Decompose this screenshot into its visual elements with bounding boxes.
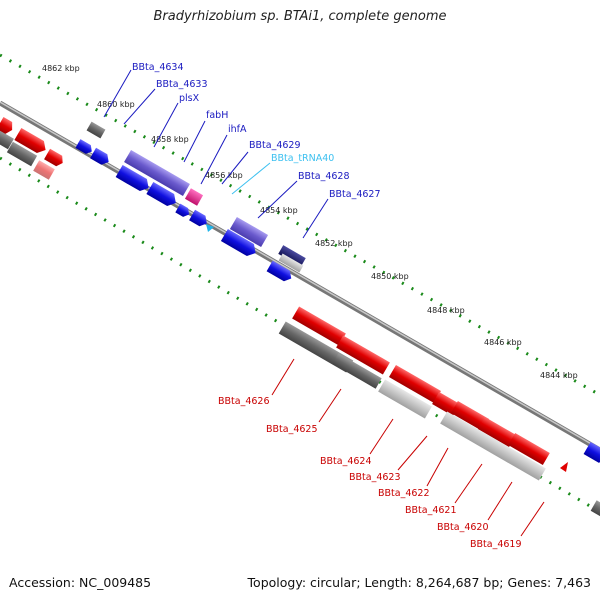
tick-label: 4856 kbp	[205, 171, 243, 180]
tick-label: 4844 kbp	[540, 371, 578, 380]
gene-arrow[interactable]	[292, 306, 346, 346]
gene-label[interactable]: BBta_4627	[329, 189, 381, 200]
gene-label[interactable]: BBta_4625	[266, 424, 318, 435]
gene-arrow[interactable]	[278, 245, 306, 267]
accession-value: NC_009485	[79, 575, 152, 590]
gene-arrow[interactable]	[115, 164, 152, 194]
gene-arrow[interactable]	[229, 216, 269, 248]
tick-label: 4860 kbp	[97, 100, 135, 109]
gene-arrow[interactable]	[560, 462, 568, 472]
gene-arrow[interactable]	[75, 139, 94, 156]
reverse-gene-labels: BBta_4626 BBta_4625 BBta_4624 BBta_4623 …	[218, 358, 545, 550]
kbp-ticks: 4862 kbp 4860 kbp 4858 kbp 4856 kbp 4854…	[42, 64, 578, 380]
gene-arrow[interactable]	[175, 203, 191, 219]
tick-label: 4848 kbp	[427, 306, 465, 315]
gene-label[interactable]: BBta_4633	[156, 79, 208, 90]
accession-info: Accession: NC_009485	[9, 575, 151, 590]
tick-label: 4846 kbp	[484, 338, 522, 347]
tick-label: 4850 kbp	[371, 272, 409, 281]
gene-label[interactable]: BBta_4623	[349, 472, 401, 483]
gene-label[interactable]: BBta_4628	[298, 171, 350, 182]
gene-label[interactable]: BBta_4622	[378, 488, 430, 499]
gene-arrow[interactable]	[14, 127, 49, 156]
genes-value: 7,463	[555, 575, 591, 590]
gene-arrow[interactable]	[0, 129, 14, 150]
gene-label[interactable]: BBta_4629	[249, 140, 301, 151]
gene-arrow[interactable]	[146, 181, 179, 209]
gene-arrow[interactable]	[378, 379, 432, 419]
gene-label[interactable]: BBta_4619	[470, 539, 522, 550]
gene-arrow[interactable]	[184, 188, 204, 206]
length-label: Length:	[364, 575, 412, 590]
gene-arrow[interactable]	[44, 148, 66, 168]
topology-label: Topology:	[247, 575, 307, 590]
gene-arrow[interactable]	[0, 116, 16, 136]
genes-label: Genes:	[507, 575, 552, 590]
genome-stats: Topology: circular; Length: 8,264,687 bp…	[247, 575, 591, 590]
gene-label[interactable]: fabH	[206, 110, 228, 121]
length-value: 8,264,687 bp	[415, 575, 500, 590]
map-title: Bradyrhizobium sp. BTAi1, complete genom…	[153, 9, 447, 24]
gene-label[interactable]: BBta_tRNA40	[271, 153, 334, 164]
gene-arrow[interactable]	[508, 432, 550, 466]
gene-arrow[interactable]	[90, 147, 112, 167]
gene-label[interactable]: plsX	[179, 93, 200, 104]
gene-arrow[interactable]	[336, 335, 390, 375]
trna-arrow[interactable]	[206, 224, 214, 232]
gene-arrow[interactable]	[124, 149, 190, 197]
gene-label[interactable]: BBta_4626	[218, 396, 270, 407]
gene-label[interactable]: BBta_4624	[320, 456, 372, 467]
gene-arrow[interactable]	[332, 353, 382, 389]
gene-arrow[interactable]	[278, 253, 304, 273]
gene-arrow[interactable]	[220, 228, 259, 259]
gene-label[interactable]: BBta_4620	[437, 522, 489, 533]
gene-arrow[interactable]	[266, 260, 295, 284]
gene-arrow[interactable]	[450, 400, 490, 432]
gene-arrow[interactable]	[440, 411, 546, 481]
gene-arrow[interactable]	[590, 500, 600, 517]
gene-label[interactable]: ihfA	[228, 124, 247, 135]
tick-label: 4854 kbp	[260, 206, 298, 215]
tick-label: 4852 kbp	[315, 239, 353, 248]
gene-arrow[interactable]	[33, 160, 55, 180]
gene-arrow[interactable]	[477, 416, 517, 448]
reverse-strand-features	[278, 306, 600, 517]
gene-arrow[interactable]	[6, 141, 38, 167]
gene-arrow[interactable]	[583, 441, 600, 464]
tick-label: 4862 kbp	[42, 64, 80, 73]
gene-label[interactable]: BBta_4634	[132, 62, 184, 73]
accession-label: Accession:	[9, 575, 76, 590]
gene-arrow[interactable]	[189, 209, 210, 229]
gene-arrow[interactable]	[86, 121, 106, 139]
gene-arrow[interactable]	[388, 364, 442, 404]
topology-value: circular	[310, 575, 357, 590]
forward-strand-features	[0, 116, 306, 284]
tick-label: 4858 kbp	[151, 135, 189, 144]
gene-label[interactable]: BBta_4621	[405, 505, 457, 516]
forward-gene-labels: BBta_4634 BBta_4633 plsX fabH ihfA BBta_…	[103, 62, 381, 239]
